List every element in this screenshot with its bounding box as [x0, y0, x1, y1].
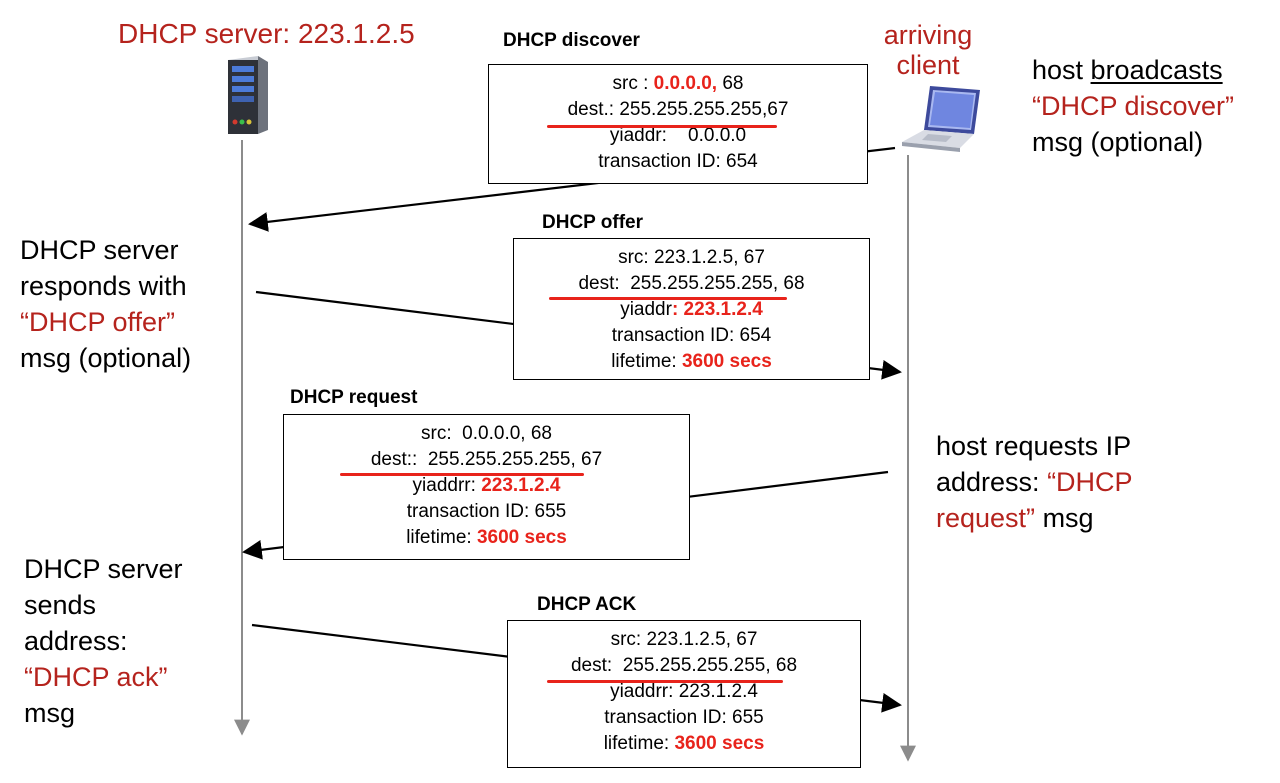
ack-annotation: DHCP server sends address: “DHCP ack” ms… [24, 551, 183, 731]
discover-annotation: host broadcasts “DHCP discover” msg (opt… [1032, 52, 1234, 160]
offer-annotation-post: msg (optional) [20, 343, 192, 373]
discover-txid: transaction ID: 654 [598, 151, 758, 172]
offer-dest-underline [549, 297, 787, 300]
server-tower-icon [224, 54, 270, 136]
request-yiaddr-value: 223.1.2.4 [481, 475, 561, 496]
request-annotation: host requests IP address: “DHCP request”… [936, 428, 1133, 536]
offer-lifetime-label: lifetime: [611, 351, 682, 372]
request-title: DHCP request [290, 387, 418, 408]
discover-annotation-post: msg (optional) [1032, 127, 1204, 157]
request-message-box: src: 0.0.0.0, 68 dest:: 255.255.255.255,… [283, 414, 690, 560]
offer-annotation-line2: responds with [20, 271, 187, 301]
request-annotation-line2-pre: address: [936, 467, 1048, 497]
discover-dest-underline [547, 125, 777, 128]
ack-annotation-quote: “DHCP ack” [24, 662, 168, 692]
offer-message-box: src: 223.1.2.5, 67 dest: 255.255.255.255… [513, 238, 870, 380]
discover-src-port: 68 [717, 73, 744, 94]
offer-yiaddr: yiaddr: 223.1.2.4 [514, 297, 869, 323]
request-yiaddr: yiaddrr: 223.1.2.4 [284, 473, 689, 499]
request-src: src: 0.0.0.0, 68 [421, 423, 552, 444]
discover-annotation-broadcasts: broadcasts [1090, 55, 1223, 85]
ack-lifetime-label: lifetime: [603, 733, 675, 754]
offer-annotation: DHCP server responds with “DHCP offer” m… [20, 232, 191, 376]
ack-annotation-line2: sends [24, 590, 97, 620]
ack-lifetime-value: 3600 secs [674, 733, 765, 754]
request-dest-underline [340, 473, 584, 476]
ack-txid: transaction ID: 655 [604, 707, 764, 728]
ack-yiaddr: yiaddrr: 223.1.2.4 [610, 681, 758, 702]
offer-yiaddr-label: yiaddr [620, 299, 672, 320]
ack-message-box: src: 223.1.2.5, 67 dest: 255.255.255.255… [507, 620, 861, 768]
request-dest: dest:: 255.255.255.255, 67 [370, 449, 603, 470]
client-label-line1: arriving [883, 20, 973, 50]
discover-src-ip: 0.0.0.0, [653, 73, 718, 94]
request-lifetime-value: 3600 secs [476, 527, 567, 548]
ack-title: DHCP ACK [537, 594, 637, 615]
offer-annotation-quote: “DHCP offer” [20, 307, 176, 337]
discover-yiaddr: yiaddr: 0.0.0.0 [609, 125, 747, 146]
discover-message-box: src : 0.0.0.0, 68 dest.: 255.255.255.255… [488, 64, 868, 184]
laptop-icon [900, 82, 982, 154]
server-label: DHCP server: 223.1.2.5 [118, 18, 415, 49]
request-annotation-line1: host requests IP [936, 431, 1132, 461]
request-txid: transaction ID: 655 [406, 501, 567, 522]
request-lifetime: lifetime: 3600 secs [284, 525, 689, 551]
discover-annotation-pre: host [1032, 55, 1091, 85]
ack-dest: dest: 255.255.255.255, 68 [570, 655, 798, 676]
ack-lifetime: lifetime: 3600 secs [508, 731, 860, 757]
offer-lifetime: lifetime: 3600 secs [514, 349, 869, 375]
client-label-line2: client [896, 50, 960, 80]
discover-dest: dest.: 255.255.255.255,67 [567, 99, 789, 120]
offer-annotation-line1: DHCP server [20, 235, 179, 265]
ack-annotation-line1: DHCP server [24, 554, 183, 584]
discover-annotation-quote: “DHCP discover” [1032, 91, 1235, 121]
request-annotation-line3-quote: request” [936, 503, 1036, 533]
discover-src-label: src : [612, 73, 654, 94]
ack-annotation-post: msg [24, 698, 76, 728]
request-annotation-line3-post: msg [1035, 503, 1094, 533]
request-lifetime-label: lifetime: [406, 527, 477, 548]
discover-src: src : 0.0.0.0, 68 [489, 71, 867, 97]
ack-annotation-line3: address: [24, 626, 128, 656]
offer-txid: transaction ID: 654 [611, 325, 772, 346]
discover-title: DHCP discover [503, 30, 640, 51]
offer-lifetime-value: 3600 secs [681, 351, 772, 372]
offer-src: src: 223.1.2.5, 67 [618, 247, 765, 268]
request-yiaddr-label: yiaddrr: [412, 475, 482, 496]
offer-yiaddr-value: : 223.1.2.4 [671, 299, 763, 320]
offer-title: DHCP offer [542, 212, 643, 233]
client-label: arriving client [868, 20, 988, 80]
offer-dest: dest: 255.255.255.255, 68 [578, 273, 805, 294]
ack-src: src: 223.1.2.5, 67 [610, 629, 758, 650]
ack-dest-underline [547, 680, 783, 683]
request-annotation-line2-quote: “DHCP [1047, 467, 1133, 497]
